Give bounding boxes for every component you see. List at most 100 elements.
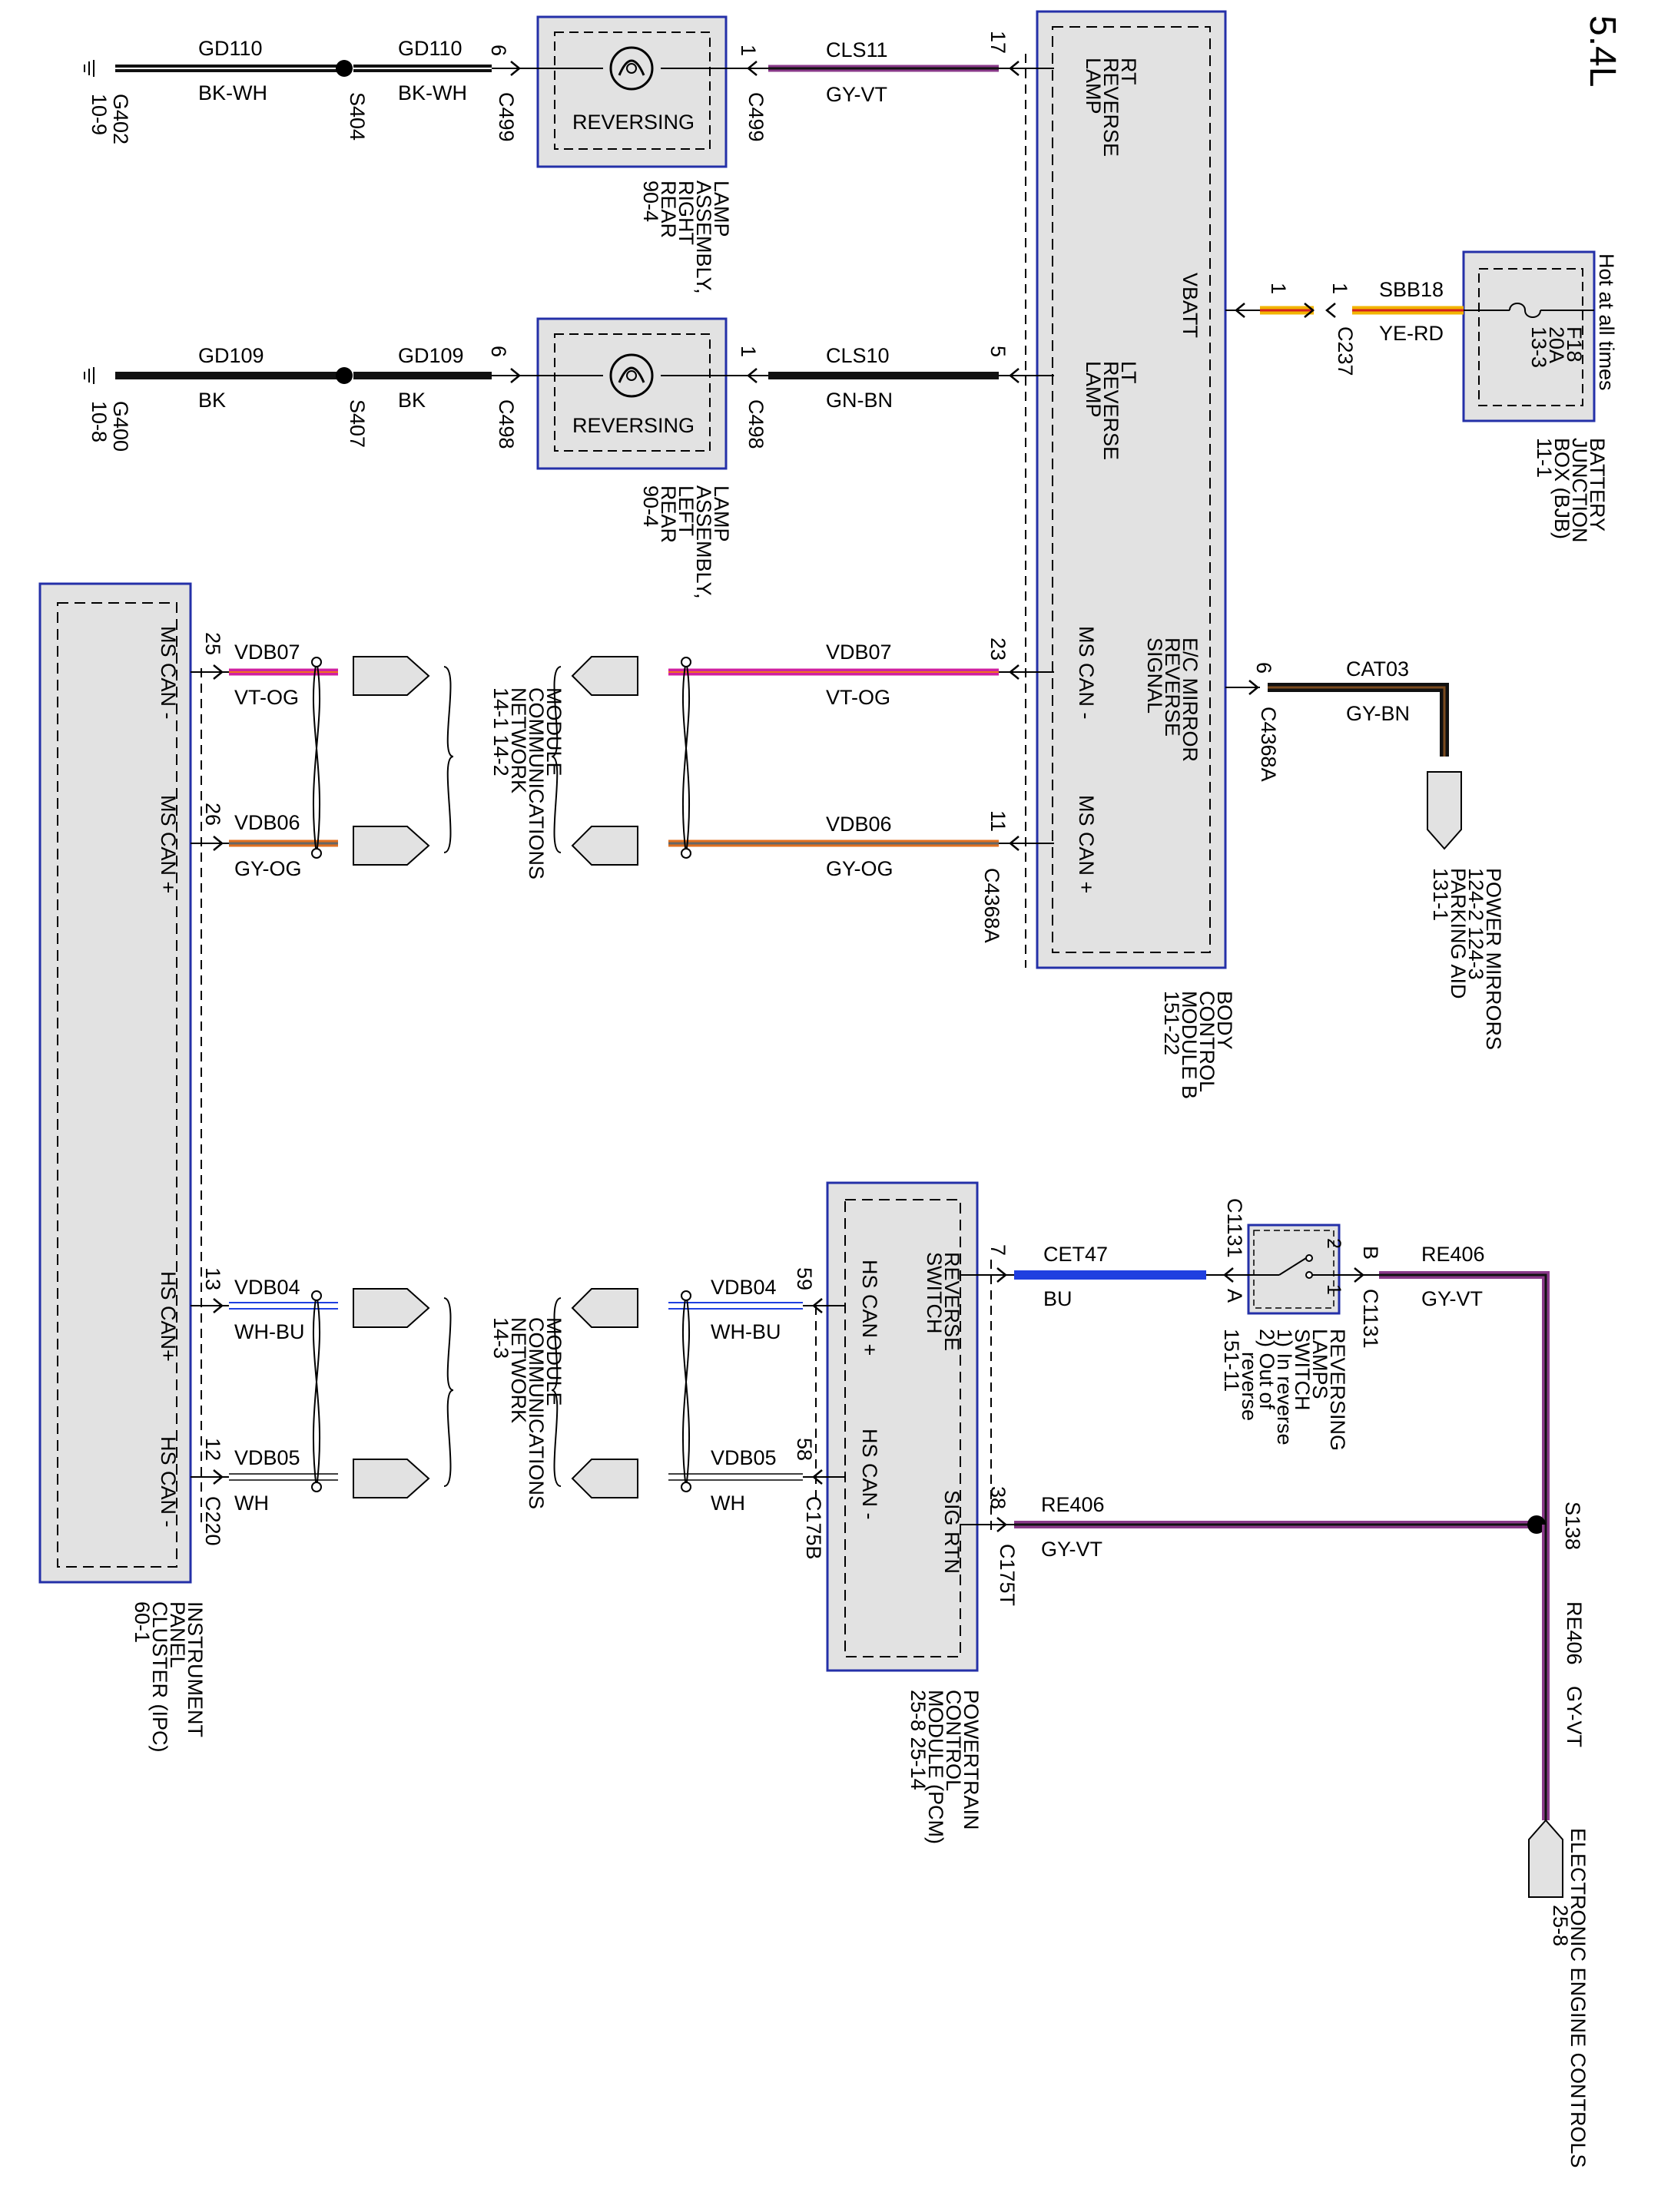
- pcm-sig-rtn: SIG RTN: [940, 1490, 963, 1574]
- svg-text:reverse: reverse: [1238, 1352, 1261, 1421]
- ground-g400: [84, 367, 94, 384]
- splice-s404-label: S404: [346, 92, 369, 141]
- lamp-right-text: REVERSING: [572, 111, 695, 134]
- c1131-b-name: C1131: [1359, 1289, 1382, 1349]
- svg-text:NETWORK: NETWORK: [507, 1317, 530, 1423]
- c237-name: C237: [1334, 326, 1357, 376]
- circuit-re406-switch-name: RE406: [1421, 1243, 1485, 1266]
- splice-s138-label: S138: [1561, 1502, 1584, 1550]
- ipc-pin25: 25: [201, 632, 224, 655]
- circuit-gd110-left-name: GD110: [198, 37, 263, 60]
- connector-c498-in-chevron: [747, 368, 758, 383]
- svg-text:REVERSING: REVERSING: [1326, 1329, 1349, 1451]
- bcm-ms-minus: MS CAN -: [1075, 626, 1098, 720]
- svg-text:LAMP: LAMP: [710, 180, 733, 237]
- circuit-cat03-name: CAT03: [1346, 657, 1409, 680]
- circuit-vdb05-ipc-color: WH: [234, 1492, 269, 1515]
- circuit-vdb05-pcm-name: VDB05: [711, 1446, 777, 1469]
- power-mirrors-pointer: [1427, 771, 1462, 850]
- circuit-vdb04-ipc-name: VDB04: [234, 1276, 300, 1299]
- circuit-re406-vertical-name: RE406: [1563, 1601, 1586, 1665]
- circuit-vdb06-ipc-name: VDB06: [234, 811, 300, 834]
- fuse-icon: [1509, 303, 1541, 318]
- bcm-rt-label-3: LAMP: [1082, 58, 1105, 114]
- c4368a-cat-name: C4368A: [1257, 707, 1280, 782]
- c498-in-name: C498: [744, 399, 768, 449]
- ipc-hs-minus: HS CAN -: [157, 1436, 180, 1528]
- pcm-pin59: 59: [793, 1267, 816, 1290]
- ipc-module: [38, 582, 192, 1584]
- svg-text:RIGHT: RIGHT: [675, 180, 698, 245]
- bcm-rt-label-1: RT: [1117, 58, 1140, 85]
- ms-pointer-ipc-a: [353, 656, 430, 696]
- switch-pin-1: 1: [1323, 1284, 1344, 1295]
- wire-vdb04-pcm: [668, 1302, 803, 1310]
- circuit-vdb07-ipc-color: VT-OG: [234, 686, 299, 709]
- c4368a-can-name: C4368A: [980, 868, 1003, 943]
- ipc-pin13: 13: [201, 1267, 224, 1290]
- ms-brace-right: [551, 666, 562, 853]
- circuit-gd109-left-color: BK: [198, 389, 226, 412]
- bcm-rt-label-2: REVERSE: [1099, 58, 1122, 157]
- c499-out-name: C499: [495, 92, 518, 142]
- c175b-name: C175B: [802, 1496, 825, 1560]
- network-hs-caption: MODULE COMMUNICATIONS NETWORK 14-3: [489, 1317, 565, 1509]
- svg-text:BODY: BODY: [1213, 991, 1236, 1050]
- twist-bcm-ms: [681, 660, 691, 856]
- bcm-lt-label-2: REVERSE: [1099, 361, 1122, 460]
- eec-caption-1: ELECTRONIC ENGINE CONTROLS: [1567, 1828, 1590, 2168]
- circuit-vdb07-bcm-name: VDB07: [826, 641, 892, 664]
- splice-s138: [1527, 1515, 1546, 1534]
- bcm-pin11: 11: [986, 810, 1010, 832]
- svg-text:11-1: 11-1: [1533, 438, 1556, 478]
- network-ms-caption: MODULE COMMUNICATIONS NETWORK 14-1 14-2: [489, 687, 565, 879]
- connector-c237-chevron-b: [1325, 303, 1336, 318]
- wire-vdb05-ipc: [229, 1473, 338, 1481]
- lamp-right-box: [536, 15, 728, 168]
- ms-pointer-bcm-b: [571, 826, 638, 866]
- bcm-ec-label-3: SIGNAL: [1143, 637, 1166, 714]
- c1131-a-pin: A: [1223, 1289, 1246, 1303]
- svg-text:SWITCH: SWITCH: [1291, 1329, 1314, 1410]
- circuit-vdb04-ipc-color: WH-BU: [234, 1320, 304, 1343]
- svg-text:CONTROL: CONTROL: [942, 1690, 965, 1791]
- svg-text:MODULE: MODULE: [542, 1317, 565, 1406]
- pcm-pin38: 38: [986, 1486, 1010, 1509]
- svg-text:LAMPS: LAMPS: [1308, 1329, 1331, 1399]
- engine-label: 5.4L: [1582, 15, 1623, 87]
- bcm-pin6-chevron: [1248, 680, 1259, 695]
- bcm-vbatt-chevron: [1235, 303, 1245, 318]
- bcm-ec-label-1: E/C MIRROR: [1179, 637, 1202, 762]
- svg-text:90-4: 90-4: [639, 485, 662, 527]
- ms-brace-left: [443, 666, 454, 853]
- ipc-pin12: 12: [201, 1438, 224, 1461]
- connector-c499-out-chevron: [510, 61, 521, 76]
- c498-out-pin: 6: [487, 346, 510, 357]
- circuit-vdb04-pcm-color: WH-BU: [711, 1320, 781, 1343]
- bjb-fuse-name: F18: [1563, 326, 1586, 363]
- hs-brace-left: [443, 1297, 454, 1487]
- ground-g402: [84, 60, 94, 77]
- bcm-ec-label-2: REVERSE: [1161, 637, 1184, 737]
- pcm-module: [826, 1181, 979, 1672]
- bcm-lt-label-1: LT: [1117, 361, 1140, 384]
- svg-text:90-4: 90-4: [639, 180, 662, 222]
- pcm-hs-minus: HS CAN -: [858, 1429, 881, 1520]
- lamp-left-box: [536, 317, 728, 470]
- pcm-reverse-1: REVERSE: [940, 1252, 963, 1351]
- svg-text:LAMP: LAMP: [710, 485, 733, 542]
- bjb-module: [1462, 250, 1596, 422]
- svg-text:124-2 124-3: 124-2 124-3: [1464, 868, 1487, 980]
- twist-ipc-ms: [312, 660, 321, 856]
- circuit-cls11-name: CLS11: [826, 38, 888, 61]
- pcm-pin7: 7: [986, 1244, 1010, 1256]
- bcm-module: [1036, 10, 1227, 969]
- circuit-cls10-name: CLS10: [826, 344, 890, 367]
- ipc-ms-plus: MS CAN +: [157, 795, 180, 893]
- splice-s407-label: S407: [346, 399, 369, 448]
- c498-in-pin: 1: [737, 346, 760, 357]
- bcm-vbatt-label: VBATT: [1179, 273, 1202, 338]
- bjb-fuse-page: 13-3: [1527, 326, 1550, 368]
- svg-text:BATTERY: BATTERY: [1586, 438, 1609, 531]
